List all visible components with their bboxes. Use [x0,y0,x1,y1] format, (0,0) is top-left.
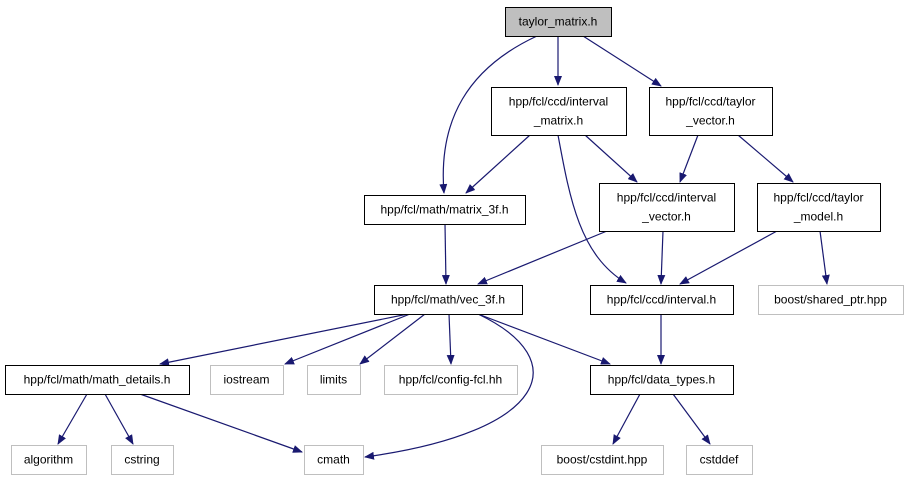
node-box [686,445,753,475]
edge-interval-vector-to-interval [657,230,666,285]
node-box [599,183,735,232]
node-label: hpp/fcl/ccd/interval.h [607,293,716,307]
node-box [541,445,664,475]
node-box [649,87,773,136]
node-box [111,445,174,475]
node-iostream: iostream [210,365,284,395]
node-algorithm: algorithm [11,445,87,475]
node-taylor-matrix[interactable]: taylor_matrix.h [505,7,612,37]
node-label: hpp/fcl/data_types.h [608,373,715,387]
edge-interval-matrix-to-interval-vector [584,134,638,183]
node-box [590,285,734,315]
node-taylor-model[interactable]: hpp/fcl/ccd/taylor _model.h [757,183,881,232]
node-interval[interactable]: hpp/fcl/ccd/interval.h [590,285,734,315]
node-label: algorithm [24,453,73,467]
node-config-fcl: hpp/fcl/config-fcl.hh [384,365,518,395]
edge-data-types-to-cstdint [612,393,641,445]
edge-vec-3f-to-math-details [159,313,409,367]
edge-math-details-to-cstring [104,393,134,445]
edge-matrix-3f-to-vec-3f [441,223,450,285]
edge-vec-3f-to-limits [359,313,426,365]
node-cstddef: cstddef [686,445,753,475]
node-vec-3f[interactable]: hpp/fcl/math/vec_3f.h [374,285,523,315]
node-label: hpp/fcl/ccd/interval [509,95,608,109]
node-box [364,195,526,225]
node-box [757,183,881,232]
edge-taylor-vector-to-taylor-model [737,134,794,183]
edge-math-details-to-algorithm [57,393,88,445]
edge-math-details-to-cmath [139,393,303,453]
node-label: boost/shared_ptr.hpp [774,293,887,307]
node-box [491,87,627,136]
node-box [384,365,518,395]
node-label: hpp/fcl/math/vec_3f.h [391,293,505,307]
node-label: hpp/fcl/ccd/interval [617,191,716,205]
edge-interval-matrix-to-interval [557,134,627,284]
node-label: hpp/fcl/ccd/taylor [665,95,755,109]
node-label: iostream [223,373,269,387]
node-matrix-3f[interactable]: hpp/fcl/math/matrix_3f.h [364,195,526,225]
node-label: taylor_matrix.h [519,15,598,29]
nodes-layer: taylor_matrix.h hpp/fcl/ccd/interval _matr… [5,7,904,475]
node-box [758,285,904,315]
node-label: _vector.h [685,114,735,128]
node-label: _vector.h [641,210,691,224]
node-label: hpp/fcl/config-fcl.hh [399,373,502,387]
node-box [304,445,364,475]
node-box [11,445,87,475]
node-label: limits [320,373,347,387]
node-box [505,7,612,37]
edge-data-types-to-cstddef [672,393,711,445]
node-box [210,365,284,395]
edge-vec-3f-to-cmath [364,313,534,460]
edge-taylor-vector-to-interval-vector [679,134,699,183]
edge-taylor-matrix-to-matrix-3f [439,35,538,194]
node-label: hpp/fcl/math/matrix_3f.h [380,203,508,217]
node-label: boost/cstdint.hpp [557,453,648,467]
node-box [374,285,523,315]
node-cstring: cstring [111,445,174,475]
node-label: cmath [317,453,350,467]
node-data-types[interactable]: hpp/fcl/data_types.h [590,365,734,395]
edge-interval-matrix-to-matrix-3f [465,134,531,194]
node-label: _matrix.h [533,114,583,128]
node-label: hpp/fcl/ccd/taylor [773,191,863,205]
node-label: cstddef [700,453,739,467]
node-cmath: cmath [304,445,364,475]
node-cstdint: boost/cstdint.hpp [541,445,664,475]
node-taylor-vector[interactable]: hpp/fcl/ccd/taylor _vector.h [649,87,773,136]
edge-vec-3f-to-data-types [477,313,611,365]
node-box [5,365,190,395]
edges-layer [57,35,830,460]
node-math-details[interactable]: hpp/fcl/math/math_details.h [5,365,190,395]
edge-taylor-matrix-to-taylor-vector [582,35,662,87]
node-box [590,365,734,395]
node-interval-vector[interactable]: hpp/fcl/ccd/interval _vector.h [599,183,735,232]
node-label: cstring [124,453,159,467]
node-interval-matrix[interactable]: hpp/fcl/ccd/interval _matrix.h [491,87,627,136]
node-label: _model.h [793,210,843,224]
node-limits: limits [307,365,361,395]
edge-interval-vector-to-vec-3f [477,230,608,285]
edge-vec-3f-to-iostream [284,313,411,365]
edge-taylor-model-to-interval [679,230,778,285]
edge-vec-3f-to-config-fcl [446,313,455,365]
edge-taylor-model-to-shared-ptr [819,230,830,285]
node-box [307,365,361,395]
node-label: hpp/fcl/math/math_details.h [24,373,171,387]
node-shared-ptr: boost/shared_ptr.hpp [758,285,904,315]
